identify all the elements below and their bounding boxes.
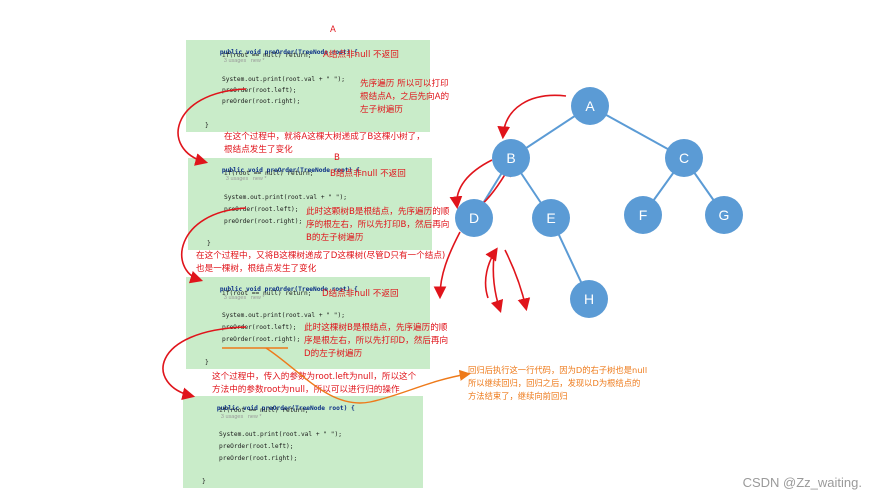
code-line-left: preOrder(root.left); (222, 87, 297, 94)
arrow-tree-b-to-d (449, 159, 493, 210)
note-null-return: 这个过程中，传入的参数为root.left为null，所以这个方法中的参数roo… (212, 372, 417, 395)
code-line-null-check: if(root == null) return; (224, 170, 314, 177)
arrow-b-to-d-code (181, 207, 247, 284)
note-recurse-to-d: 在这个过程中，又将B这棵树递成了D这棵树(尽管D只有一个结点)也是一棵树，根结点… (196, 251, 446, 274)
arrow-tree-d-return (484, 247, 498, 299)
code-signature: public void preOrder(TreeNode root) { (219, 49, 358, 56)
note-print-root-a: 先序遍历 所以可以打印根结点A，之后先向A的左子树遍历 (360, 79, 450, 115)
tree-node-a: A (571, 87, 609, 125)
tree-node-d: D (455, 199, 493, 237)
tree-node-e: E (532, 199, 570, 237)
code-line-right: preOrder(root.right); (222, 336, 301, 343)
usage-meta: 3 usages new * (223, 58, 265, 64)
code-line-left: preOrder(root.left); (222, 324, 297, 331)
code-line-null-check: if(root == null) return; (219, 407, 309, 414)
note-d-not-null: D结点非null 不返回 (322, 289, 399, 299)
code-line-left: preOrder(root.left); (224, 206, 299, 213)
code-signature: public void preOrder(TreeNode root) { (216, 405, 355, 412)
code-block-3: public void preOrder(TreeNode root) { 3 … (186, 277, 430, 369)
tree-node-b: B (492, 139, 530, 177)
code-line-left: preOrder(root.left); (219, 443, 294, 450)
arrow-tree-d-left (433, 231, 461, 300)
watermark: CSDN @Zz_waiting. (742, 475, 862, 490)
arrow-tree-d-down (490, 255, 504, 314)
arrow-tree-a-to-b (497, 94, 567, 140)
code-line-print: System.out.print(root.val + " "); (224, 194, 347, 201)
code-block-2: public void preOrder(TreeNode root) { 3 … (188, 158, 432, 250)
code-signature: public void preOrder(TreeNode root) { (221, 167, 360, 174)
code-line-close: } (207, 240, 211, 247)
usage-meta: 3 usages new * (220, 414, 262, 420)
code-block-1: public void preOrder(TreeNode root) { 3 … (186, 40, 430, 132)
code-line-print: System.out.print(root.val + " "); (219, 431, 342, 438)
code-line-close: } (205, 359, 209, 366)
code-block-4: public void preOrder(TreeNode root) { 3 … (183, 396, 423, 488)
label-b: B (334, 153, 340, 163)
note-recurse-to-b: 在这个过程中，就将A这棵大树递成了B这棵小树了，根结点发生了变化 (224, 132, 425, 155)
note-a-not-null: A结点非null 不返回 (323, 50, 399, 60)
code-signature: public void preOrder(TreeNode root) { (219, 286, 358, 293)
code-line-right: preOrder(root.right); (222, 98, 301, 105)
tree-node-c: C (665, 139, 703, 177)
code-line-right: preOrder(root.right); (224, 218, 303, 225)
code-line-close: } (202, 478, 206, 485)
code-line-print: System.out.print(root.val + " "); (222, 312, 345, 319)
tree-node-h: H (570, 280, 608, 318)
arrow-a-to-b-code (177, 88, 247, 166)
arrow-d-to-null-code (162, 326, 247, 401)
arrow-tree-d-right (504, 249, 531, 312)
note-b-not-null: B结点非null 不返回 (330, 169, 406, 179)
usage-meta: 3 usages new * (223, 295, 265, 301)
code-line-right: preOrder(root.right); (219, 455, 298, 462)
tree-node-g: G (705, 196, 743, 234)
label-a: A (330, 25, 336, 35)
usage-meta: 3 usages new * (225, 176, 267, 182)
tree-node-f: F (624, 196, 662, 234)
tree-edges (473, 105, 725, 300)
code-line-null-check: if(root == null) return; (222, 290, 312, 297)
code-line-print: System.out.print(root.val + " "); (222, 76, 345, 83)
code-line-null-check: if(root == null) return; (222, 52, 312, 59)
arrow-return-line (265, 347, 471, 404)
code-line-close: } (205, 122, 209, 129)
